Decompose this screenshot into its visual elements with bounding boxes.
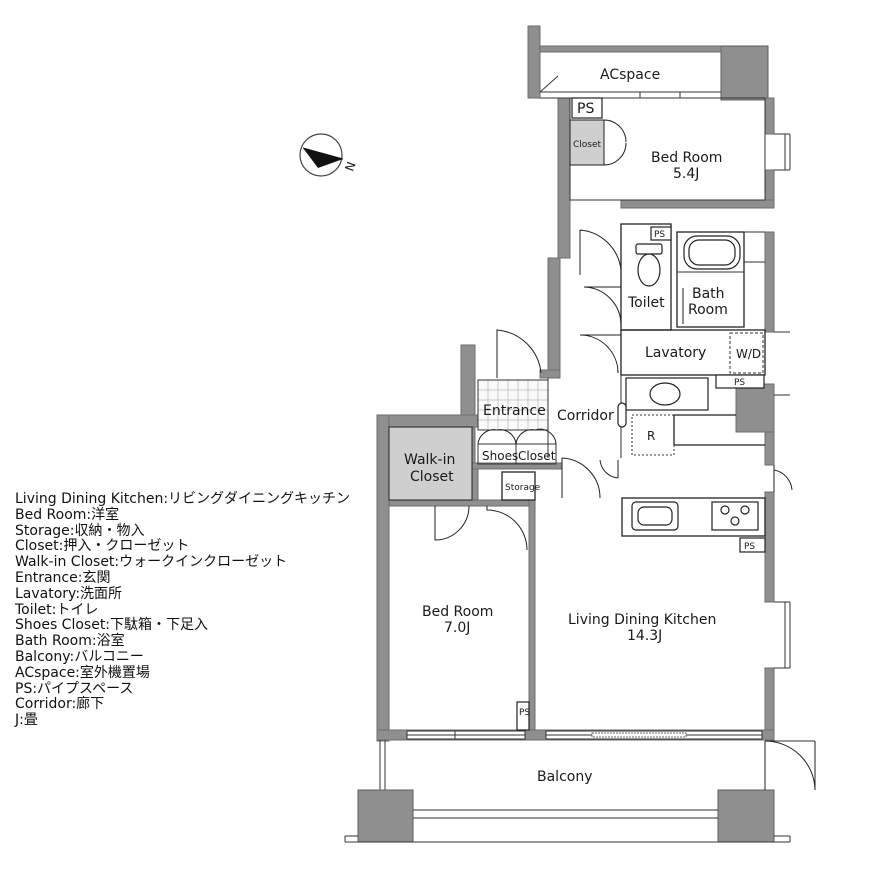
ldk-name: Living Dining Kitchen (568, 612, 716, 628)
corridor-label: Corridor (557, 408, 614, 424)
lavatory: Lavatory W/D PS (579, 329, 766, 411)
legend-item: J:畳 (15, 712, 38, 729)
legend-item: Balcony:バルコニー (15, 648, 144, 665)
shoes-label: Shoes (482, 449, 518, 463)
entrance-label: Entrance (483, 403, 546, 419)
bedroom-1: PS Closet Bed Room 5.4J (569, 97, 791, 275)
wet-area: PS Toilet Bath Room (583, 223, 765, 331)
bath-label-2: Room (688, 302, 728, 318)
kitchen: PS (621, 497, 766, 553)
legend-item: PS:パイプスペース (15, 680, 134, 697)
ps-bottom-label: PS (519, 708, 530, 718)
balcony: Balcony (344, 740, 816, 843)
storage-label: Storage (505, 483, 541, 493)
legend-item: Bath Room:浴室 (15, 633, 125, 650)
legend-item: Closet:押入・クローゼット (15, 538, 190, 555)
legend-item: Bed Room:洋室 (15, 506, 120, 523)
r-label: R (647, 429, 655, 443)
entrance: Entrance Shoes Closet (477, 329, 557, 465)
legend-item: Storage:収納・物入 (15, 522, 145, 539)
corridor: Corridor R (547, 375, 765, 499)
ps-bath-label: PS (654, 230, 665, 240)
toilet-label: Toilet (627, 295, 665, 311)
shoes-closet-label: Closet (518, 449, 556, 463)
bedroom-2-size: 7.0J (444, 620, 470, 636)
ps-lavatory-label: PS (734, 378, 745, 388)
ps-kitchen-label: PS (744, 542, 755, 552)
acspace-area: ACspace (539, 67, 721, 99)
legend-item: Shoes Closet:下駄箱・下足入 (15, 617, 209, 634)
bedroom-2: Bed Room 7.0J PS (422, 505, 530, 731)
legend-item: Walk-in Closet:ウォークインクローゼット (15, 554, 288, 571)
ldk: Living Dining Kitchen 14.3J (568, 331, 793, 669)
walkin-closet: Walk-in Closet Storage (388, 426, 541, 501)
lavatory-label: Lavatory (645, 345, 706, 361)
compass-icon: N (299, 133, 359, 177)
entrance-tiles (478, 380, 548, 430)
compass-north-label: N (342, 160, 358, 173)
ps-top-label: PS (577, 101, 594, 117)
closet-top-label: Closet (573, 140, 602, 150)
legend-item: Entrance:玄関 (15, 569, 111, 586)
bottom-windows (406, 730, 763, 740)
acspace-label: ACspace (600, 67, 660, 83)
ldk-size: 14.3J (627, 628, 662, 644)
bedroom-2-name: Bed Room (422, 604, 493, 620)
bath-label-1: Bath (692, 286, 725, 302)
legend-item: Toilet:トイレ (15, 601, 99, 618)
legend-item: ACspace:室外機置場 (15, 664, 150, 681)
balcony-label: Balcony (537, 769, 593, 785)
wd-label: W/D (736, 347, 761, 361)
bedroom-1-name: Bed Room (651, 150, 722, 166)
bedroom-1-size: 5.4J (673, 166, 699, 182)
walkin-label-2: Closet (410, 469, 454, 485)
legend-item: Corridor:廊下 (15, 696, 105, 713)
legend-item: Living Dining Kitchen:リビングダイニングキッチン (15, 491, 351, 507)
legend-item: Lavatory:洗面所 (15, 585, 123, 602)
walkin-label-1: Walk-in (404, 452, 455, 468)
